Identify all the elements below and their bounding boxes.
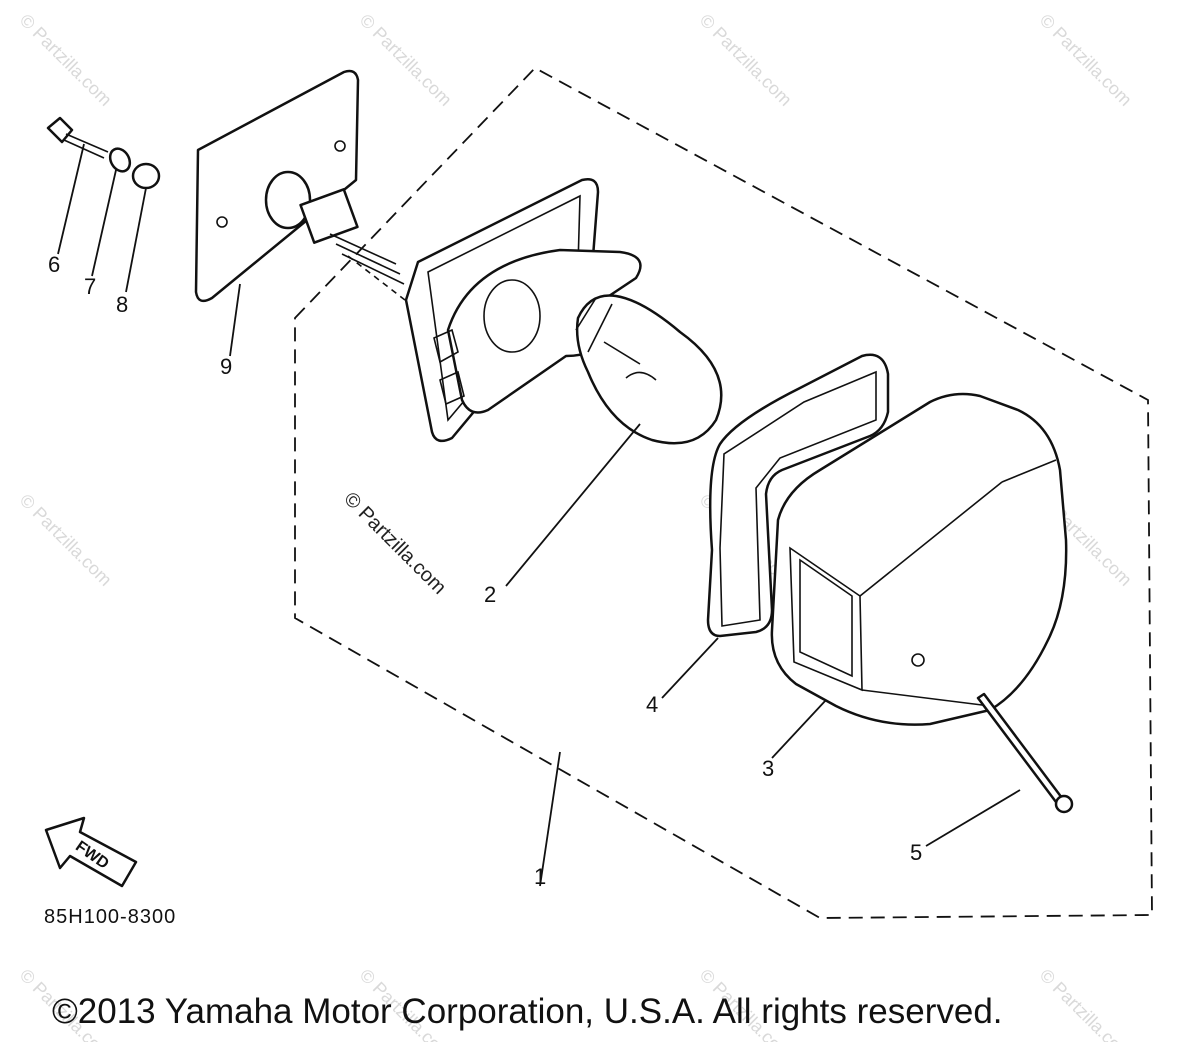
bulb (575, 294, 723, 445)
gasket (706, 353, 890, 638)
bracket-plate (194, 69, 360, 303)
assembly-boundary (294, 66, 1153, 919)
callout-1: 1 (534, 864, 547, 889)
leader-lines (57, 143, 1021, 887)
callout-7: 7 (84, 274, 97, 299)
lens-screw (976, 692, 1074, 814)
callout-3: 3 (762, 756, 775, 781)
callout-9: 9 (220, 354, 233, 379)
callout-5: 5 (910, 840, 923, 865)
callout-8: 8 (116, 292, 129, 317)
socket-wiring (299, 188, 406, 301)
forward-arrow-icon (44, 816, 138, 888)
diagram-code: 85H100-8300 (44, 906, 177, 928)
bolt-washer-nut (46, 116, 161, 190)
callout-6: 6 (48, 252, 61, 277)
lamp-housing-base (404, 178, 642, 443)
callout-2: 2 (484, 582, 497, 607)
copyright-notice: ©2013 Yamaha Motor Corporation, U.S.A. A… (52, 992, 1003, 1031)
lens-cover (770, 392, 1068, 726)
callout-4: 4 (646, 692, 659, 717)
